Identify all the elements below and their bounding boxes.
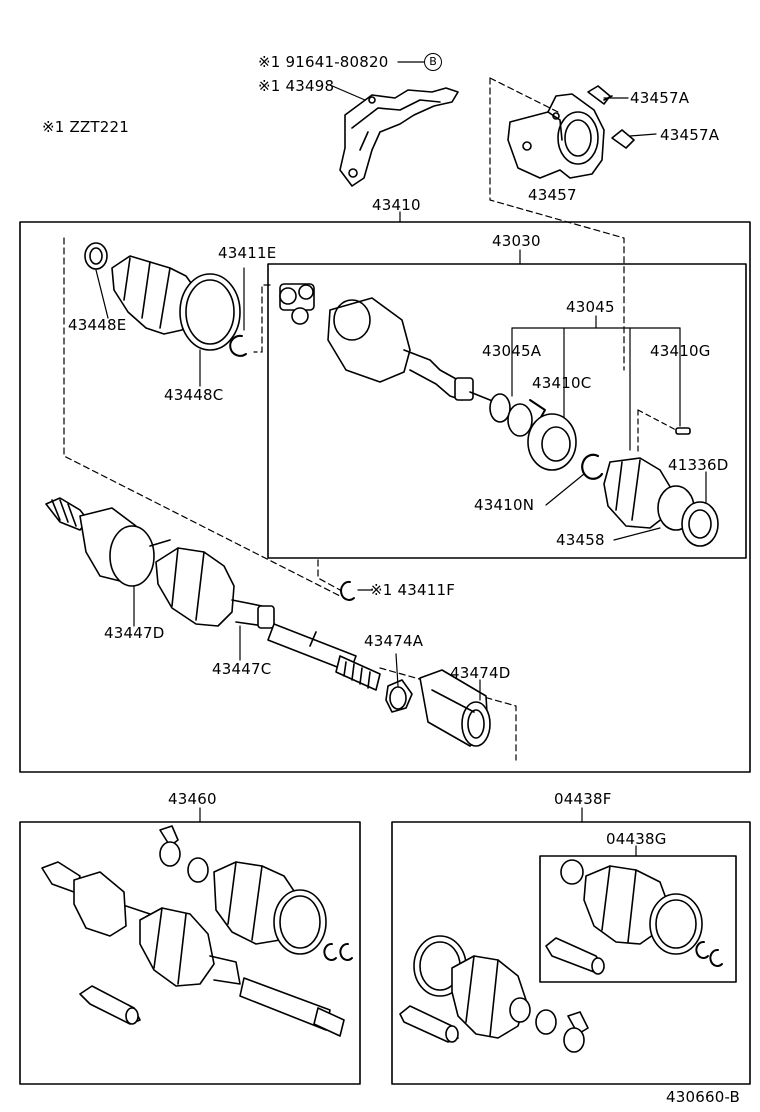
boot-43448c-label: 43448C: [164, 386, 224, 404]
bolt-43457a-mid-drawing: [611, 129, 657, 149]
bearing-43457-label: 43457: [528, 186, 577, 204]
kit-04438g-drawing: [545, 859, 723, 975]
part-43045a-drawing: [489, 393, 546, 437]
kit-04438g-label: 04438G: [606, 830, 667, 848]
kit-04438f-label: 04438F: [554, 790, 612, 808]
shaft-assy-43410-label: 43410: [372, 196, 421, 214]
clamp-43474a-drawing: [385, 679, 413, 713]
part-43410c-label: 43410C: [532, 374, 592, 392]
pin-43410g-drawing: [675, 427, 691, 435]
boot-43447d-drawing: [155, 547, 275, 629]
part-43410g-label: 43410G: [650, 342, 711, 360]
ring-43411f-label: ※1 43411F: [370, 581, 456, 599]
shaft-drawing: [267, 623, 381, 691]
boot-43447c-label: 43447C: [212, 660, 272, 678]
diagram-code-label: 430660-B: [666, 1088, 741, 1106]
outer-joint-drawing: [45, 497, 171, 587]
shaft-assembly-box: [19, 221, 751, 773]
bolt-91641-label: ※1 91641-80820: [258, 53, 389, 71]
bracket-43498-label: ※1 43498: [258, 77, 335, 95]
kit-04438g-box: [539, 855, 737, 983]
tripod-drawing: [279, 283, 315, 325]
bracket-43498-drawing: [339, 87, 459, 187]
part-41336d-label: 41336D: [668, 456, 729, 474]
part-43045a-label: 43045A: [482, 342, 542, 360]
clamp-43411e-label: 43411E: [218, 244, 277, 262]
bearing-bracket-43457-drawing: [507, 93, 605, 179]
snap-ring-43410n-drawing: [581, 453, 604, 480]
bolt-43457a-mid-label: 43457A: [660, 126, 720, 144]
clamp-43411e-drawing: [229, 334, 247, 357]
bolt-43457a-top-drawing: [587, 85, 613, 105]
clamp-43447d-label: 43447D: [104, 624, 165, 642]
boot-43458-drawing: [603, 457, 719, 547]
clamp-43448e-drawing: [84, 242, 108, 270]
inboard-43030-label: 43030: [492, 232, 541, 250]
damper-43474d-drawing: [419, 669, 491, 747]
snap-43410n-label: 43410N: [474, 496, 535, 514]
kit-43460-box: [19, 821, 361, 1085]
clamp-43448e-label: 43448E: [68, 316, 127, 334]
damper-43474d-label: 43474D: [450, 664, 511, 682]
inboard-joint-box: [267, 263, 747, 559]
boot-43448c-drawing: [111, 255, 241, 351]
kit-04438f-drawing: [399, 935, 589, 1053]
note-engine-label: ※1 ZZT221: [42, 118, 130, 136]
circle-b-marker: B: [424, 53, 442, 71]
bolt-43457a-top-label: 43457A: [630, 89, 690, 107]
housing-drawing: [327, 297, 506, 421]
boot-43458-label: 43458: [556, 531, 605, 549]
kit-43460-drawing: [41, 825, 353, 1037]
bearing-43410c-drawing: [527, 413, 577, 471]
ring-43411f-drawing: [340, 580, 355, 601]
kit-04438f-box: [391, 821, 751, 1085]
group-43045-label: 43045: [566, 298, 615, 316]
kit-43460-label: 43460: [168, 790, 217, 808]
clamp-43474a-label: 43474A: [364, 632, 424, 650]
